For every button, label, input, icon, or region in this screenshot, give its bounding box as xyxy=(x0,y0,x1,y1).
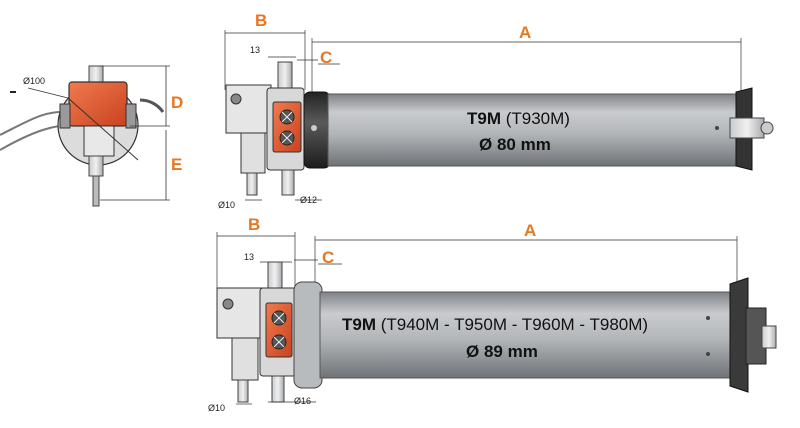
dimension-c-label-top: C xyxy=(320,48,332,67)
motor-bottom-name: T9M (T940M - T950M - T960M - T980M) xyxy=(342,315,648,334)
dimension-16-label-bottom: Ø16 xyxy=(294,396,311,406)
dimension-a-label-bottom: A xyxy=(524,221,536,240)
dimension-b-label-bottom: B xyxy=(248,215,260,234)
diameter-100-label: Ø100 xyxy=(23,76,45,86)
dimension-b-label-top: B xyxy=(255,11,267,30)
motor-top-name: T9M (T930M) xyxy=(467,109,570,128)
dimension-d-label: D xyxy=(171,93,183,112)
dimension-c-label-bottom: C xyxy=(322,248,334,267)
motor-top: B A C 13 Ø10 xyxy=(218,11,774,210)
dimension-13-label-bottom: 13 xyxy=(244,252,254,262)
motor-bottom-diameter: Ø 89 mm xyxy=(466,342,538,361)
end-view: Ø100 D E xyxy=(0,65,183,207)
motor-top-diameter: Ø 80 mm xyxy=(479,135,551,154)
motor-top-model-bold: T9M xyxy=(467,109,501,128)
motor-bottom-model-bold: T9M xyxy=(342,315,376,334)
dimension-a-label-top: A xyxy=(519,23,531,42)
motor-bottom: B A C 13 Ø10 xyxy=(208,215,777,413)
motor-top-model-rest: (T930M) xyxy=(501,109,570,128)
dimension-13-label-top: 13 xyxy=(250,45,260,55)
motor-bottom-model-rest: (T940M - T950M - T960M - T980M) xyxy=(376,315,648,334)
dimension-10-label-top: Ø10 xyxy=(218,200,235,210)
dimension-e-label: E xyxy=(171,155,182,174)
dimension-12-label-top: Ø12 xyxy=(300,195,317,205)
dimension-10-label-bottom: Ø10 xyxy=(208,403,225,413)
